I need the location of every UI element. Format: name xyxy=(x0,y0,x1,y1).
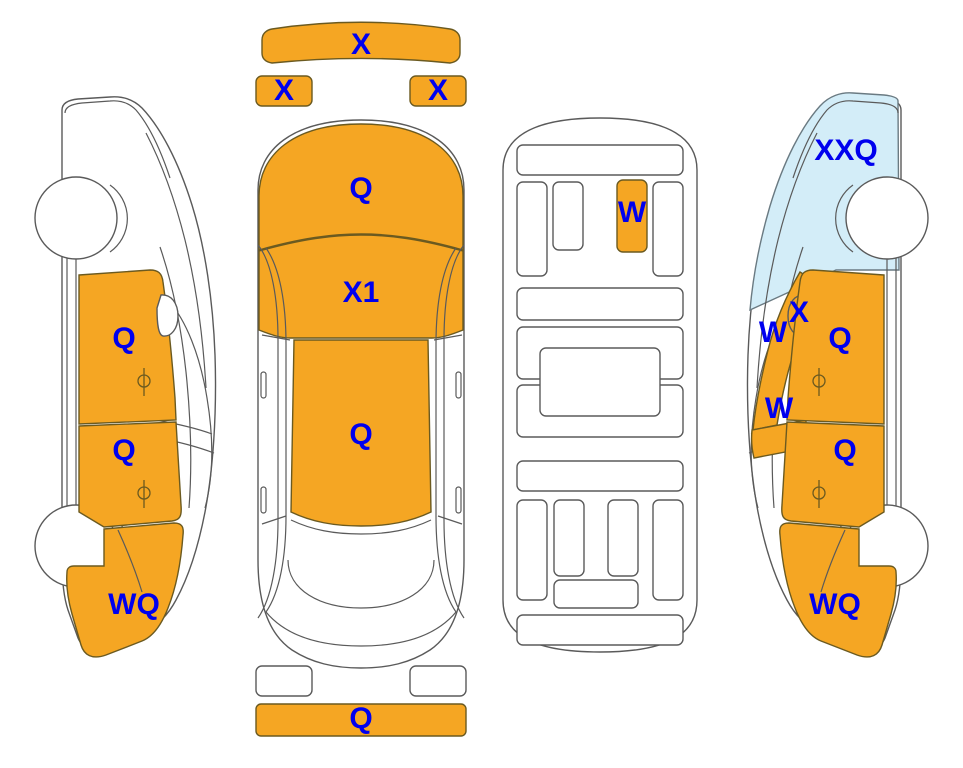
windshield-region[interactable] xyxy=(258,234,464,339)
right-pillar-label: X xyxy=(789,296,809,329)
front-bumper-bar-region[interactable] xyxy=(261,21,461,64)
front-bumper-bar-label: X xyxy=(351,28,371,61)
hood-label: Q xyxy=(349,172,372,205)
panel-top-view: X X X Q X1 Q xyxy=(255,21,467,737)
interior-seat-panel-label: W xyxy=(618,196,647,229)
left-rear-door-label: Q xyxy=(112,434,135,467)
left-rear-quarter-label: WQ xyxy=(108,588,160,621)
right-rear-glass-region[interactable] xyxy=(749,92,900,312)
interior-panel-lower-right-inner xyxy=(607,499,639,577)
interior-panel-top xyxy=(516,144,684,176)
interior-panel-left-inner xyxy=(552,181,584,251)
rear-bumper-bar-region[interactable] xyxy=(255,703,467,737)
interior-panel-lower-center xyxy=(553,579,639,609)
front-right-corner-region[interactable] xyxy=(409,75,467,107)
right-rear-door-label: Q xyxy=(833,434,856,467)
windshield-label: X1 xyxy=(343,276,380,309)
panel-interior-floor-view: W xyxy=(502,117,698,653)
right-front-door-region[interactable] xyxy=(786,269,885,425)
hood-region[interactable] xyxy=(258,123,464,251)
interior-panel-lower-right-outer xyxy=(652,499,684,601)
roof-label: Q xyxy=(349,418,372,451)
front-right-corner-label: X xyxy=(428,74,448,107)
interior-panel-lower-left-outer xyxy=(516,499,548,601)
left-rear-quarter-region[interactable] xyxy=(66,522,184,658)
panel-left-side-view: Q Q WQ xyxy=(34,96,217,658)
right-rear-door-region[interactable] xyxy=(781,421,885,528)
front-left-corner-region[interactable] xyxy=(255,75,313,107)
right-rear-glass-label: XXQ xyxy=(814,134,877,167)
panel-right-side-view: XXQ X W W xyxy=(746,92,929,658)
interior-panel-mid-1 xyxy=(516,287,684,321)
left-rear-door-region[interactable] xyxy=(78,421,182,528)
right-sill-label: W xyxy=(765,392,794,425)
interior-panel-lower-left-inner xyxy=(553,499,585,577)
right-mirror-label: W xyxy=(759,316,788,349)
rear-right-pad xyxy=(409,665,467,697)
roof-region[interactable] xyxy=(290,339,432,527)
interior-panel-right-outer xyxy=(652,181,684,277)
interior-panel-bottom xyxy=(516,614,684,646)
front-left-corner-label: X xyxy=(274,74,294,107)
right-front-door-label: Q xyxy=(828,322,851,355)
interior-seat-panel-region[interactable] xyxy=(616,179,648,253)
rear-bumper-bar-label: Q xyxy=(349,702,372,735)
interior-panel-left-outer xyxy=(516,181,548,277)
interior-panel-mid-4 xyxy=(516,460,684,492)
right-rear-quarter-region[interactable] xyxy=(779,522,897,658)
interior-panel-center-box xyxy=(539,347,661,417)
rear-left-pad xyxy=(255,665,313,697)
right-rear-quarter-label: WQ xyxy=(809,588,861,621)
left-front-door-label: Q xyxy=(112,322,135,355)
